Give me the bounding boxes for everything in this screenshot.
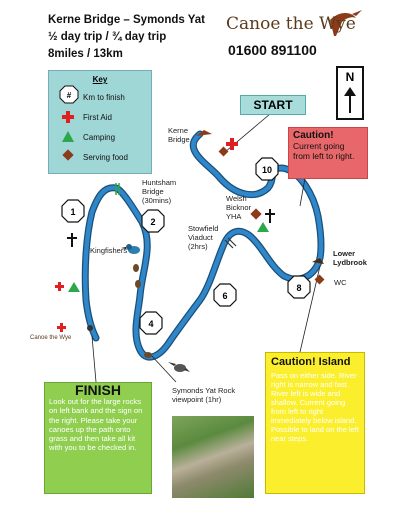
first-aid-icon <box>55 282 64 291</box>
place-kingfishers: Kingfishers <box>90 246 128 255</box>
km-marker-1: 1 <box>61 199 85 223</box>
key-label-food: Serving food <box>83 153 128 162</box>
caution-current-text: Current going from left to right. <box>293 141 355 161</box>
place-symonds-yat-rock: Symonds Yat Rock viewpoint (1hr) <box>172 386 236 404</box>
viewpoint-pointer <box>149 353 177 383</box>
canoe-icon <box>196 130 212 136</box>
svg-text:8: 8 <box>296 283 301 293</box>
symonds-yat-rock-photo <box>172 416 254 498</box>
falcon-icon <box>168 362 190 372</box>
svg-text:6: 6 <box>222 291 227 301</box>
camping-icon <box>257 222 269 232</box>
place-lower-lydbrook: Lower Lydbrook <box>333 249 367 267</box>
finish-title: FINISH <box>75 382 121 398</box>
km-marker-10: 10 <box>255 157 279 181</box>
map-key: Key # Km to finish First Aid Camping Ser… <box>48 70 152 174</box>
km-marker-2: 2 <box>141 209 165 233</box>
place-huntsham-bridge: Huntsham Bridge (30mins) <box>142 178 177 205</box>
rock-icon <box>87 325 93 331</box>
north-arrow-icon <box>344 87 356 113</box>
key-label-camping: Camping <box>83 133 116 142</box>
km-marker-8: 8 <box>287 275 311 299</box>
north-arrow: N <box>336 66 364 120</box>
food-icon <box>314 274 325 285</box>
caution-island-title: Caution! Island <box>271 356 351 368</box>
key-label-km: Km to finish <box>83 93 125 102</box>
wc-label: WC <box>334 278 347 287</box>
svg-text:#: # <box>67 91 72 100</box>
rock-icon <box>144 352 152 358</box>
km-marker-6: 6 <box>213 283 237 307</box>
canoe-icon <box>312 258 324 264</box>
trip-distance: 8miles / 13km <box>48 48 123 60</box>
svg-text:1: 1 <box>70 207 75 217</box>
food-icon <box>250 208 262 220</box>
trip-duration: ½ day trip / ¾ day trip <box>48 31 167 43</box>
brand-name: Canoe the Wye <box>226 14 356 34</box>
key-title: Key <box>92 75 108 84</box>
finish-pointer <box>91 335 97 383</box>
food-icon <box>218 146 229 157</box>
caution-island-box: Caution! Island Pass on either side. Riv… <box>265 352 365 494</box>
km-marker-icon: # <box>59 85 79 104</box>
svg-text:10: 10 <box>262 165 272 175</box>
first-aid-icon <box>226 138 238 150</box>
place-welsh-bicknor: Welsh Bicknor YHA <box>226 194 252 221</box>
phone-number: 01600 891100 <box>228 42 317 58</box>
start-label: START <box>240 95 306 115</box>
north-label: N <box>345 70 355 84</box>
heron-logo-icon <box>330 13 356 36</box>
rock-icon <box>133 264 139 272</box>
food-icon <box>62 149 74 161</box>
svg-text:2: 2 <box>150 217 155 227</box>
key-symbols: # <box>59 85 79 161</box>
first-aid-icon <box>57 323 66 332</box>
caution-current-box: Caution! Current going from left to righ… <box>288 127 368 179</box>
canoe-the-wye-base-label: Canoe the Wye <box>30 335 72 341</box>
church-icon <box>265 209 275 223</box>
camping-icon <box>68 282 80 292</box>
km-marker-4: 4 <box>139 311 163 335</box>
key-label-first-aid: First Aid <box>83 113 112 122</box>
caution-island-text: Pass on either side. River right is narr… <box>271 371 359 443</box>
kingfisher-icon <box>121 244 140 254</box>
finish-text: Look out for the large rocks on left ban… <box>49 397 143 453</box>
camping-icon <box>62 131 74 142</box>
rock-icon <box>135 280 141 288</box>
place-kerne-bridge: Kerne Bridge <box>168 126 190 144</box>
huntsham-bridge-icon <box>115 183 120 195</box>
church-icon <box>67 233 77 247</box>
finish-box: FINISH Look out for the large rocks on l… <box>44 382 152 494</box>
caution-current-pointer <box>299 177 306 207</box>
caution-current-title: Caution! <box>293 130 334 141</box>
svg-text:4: 4 <box>148 319 153 329</box>
place-stowfield-viaduct: Stowfield Viaduct (2hrs) <box>188 224 219 251</box>
stowfield-viaduct-icon <box>224 237 237 249</box>
route-title: Kerne Bridge – Symonds Yat <box>48 14 206 26</box>
first-aid-icon <box>62 111 74 123</box>
